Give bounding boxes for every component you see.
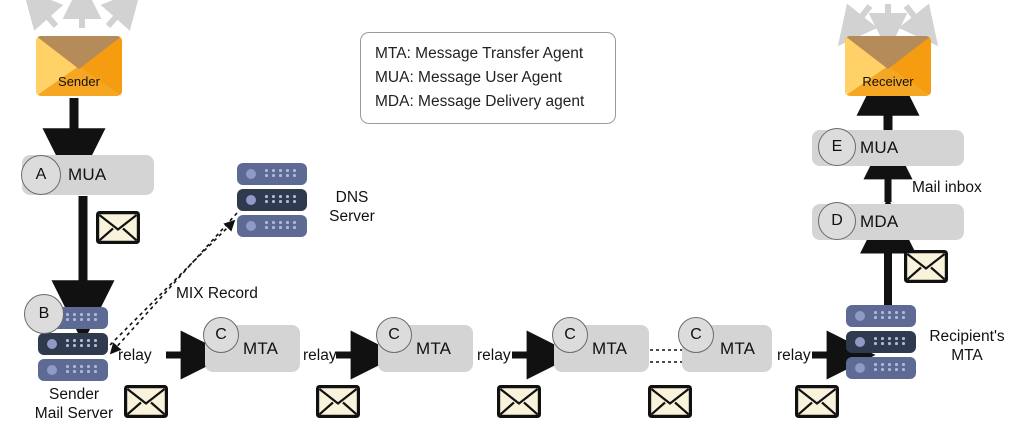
step-badge-c-4-label: C	[690, 326, 702, 343]
sender-envelope-icon: Sender	[36, 36, 122, 96]
recipient-mta-line1: Recipient's	[929, 328, 1005, 345]
relay-label-4: relay	[777, 347, 811, 364]
sender-ms-line1: Sender	[49, 386, 99, 403]
rack-dots-1	[265, 169, 299, 179]
mta-label-3: MTA	[592, 338, 628, 358]
sender-envelope-label: Sender	[58, 74, 100, 89]
relay-label-1: relay	[118, 347, 152, 364]
recipient-mta-line2: MTA	[951, 347, 983, 364]
legend-line-mta: MTA: Message Transfer Agent	[375, 45, 584, 62]
mta-label-2: MTA	[416, 338, 452, 358]
mail-envelope-icon-3	[316, 385, 360, 418]
relay-label-2: relay	[303, 347, 337, 364]
mail-envelope-icon-5	[648, 385, 692, 418]
step-badge-c-1-label: C	[215, 326, 227, 343]
recipient-mta-server-icon	[846, 305, 916, 380]
step-badge-d-label: D	[831, 212, 843, 229]
mua-receiver-label: MUA	[860, 138, 899, 157]
mail-envelope-icon-2	[124, 385, 168, 418]
recipient-mta-label: Recipient's MTA	[920, 327, 1014, 365]
mta-label-4: MTA	[720, 338, 756, 358]
legend-box: MTA: Message Transfer Agent MUA: Message…	[360, 32, 616, 124]
step-badge-c-1: C	[203, 317, 239, 353]
mta-label-1: MTA	[243, 338, 279, 358]
sender-radiate-arrows	[22, 0, 142, 31]
receiver-envelope-label: Receiver	[862, 74, 914, 89]
sender-ms-line2: Mail Server	[34, 405, 114, 422]
relay-label-3: relay	[477, 347, 511, 364]
dns-label-line1: DNS	[335, 189, 369, 206]
receiver-radiate-arrows	[837, 3, 939, 52]
step-badge-a: A	[21, 155, 61, 195]
mda-label: MDA	[860, 212, 899, 231]
legend-line-mua: MUA: Message User Agent	[375, 69, 562, 86]
mta-chain-ellipsis	[650, 349, 682, 363]
step-badge-c-4: C	[678, 317, 714, 353]
mail-envelope-icon-1	[96, 211, 140, 244]
mail-envelope-icon-7	[904, 250, 948, 283]
dns-label-line2: Server	[329, 208, 375, 225]
step-badge-e-label: E	[831, 138, 843, 155]
step-badge-a-label: A	[35, 166, 47, 183]
step-badge-d: D	[818, 202, 856, 240]
rack-dots-2	[265, 195, 299, 205]
step-badge-c-3: C	[552, 317, 588, 353]
mail-envelope-icon-4	[497, 385, 541, 418]
rack-dots-3	[265, 221, 299, 231]
step-badge-c-2-label: C	[388, 326, 400, 343]
mail-inbox-label: Mail inbox	[912, 179, 982, 196]
step-badge-e: E	[818, 128, 856, 166]
mail-envelope-icon-6	[795, 385, 839, 418]
mua-sender-label: MUA	[68, 165, 107, 184]
dns-server-icon	[237, 163, 307, 238]
dns-server-label: DNS Server	[318, 188, 386, 226]
step-badge-b-label: B	[38, 305, 50, 322]
step-badge-c-3-label: C	[564, 326, 576, 343]
legend-line-mda: MDA: Message Delivery agent	[375, 93, 585, 110]
step-badge-b: B	[24, 294, 64, 334]
step-badge-c-2: C	[376, 317, 412, 353]
receiver-envelope-icon: Receiver	[845, 36, 931, 96]
mx-record-label: MIX Record	[176, 285, 258, 302]
sender-mail-server-label: Sender Mail Server	[14, 385, 134, 423]
